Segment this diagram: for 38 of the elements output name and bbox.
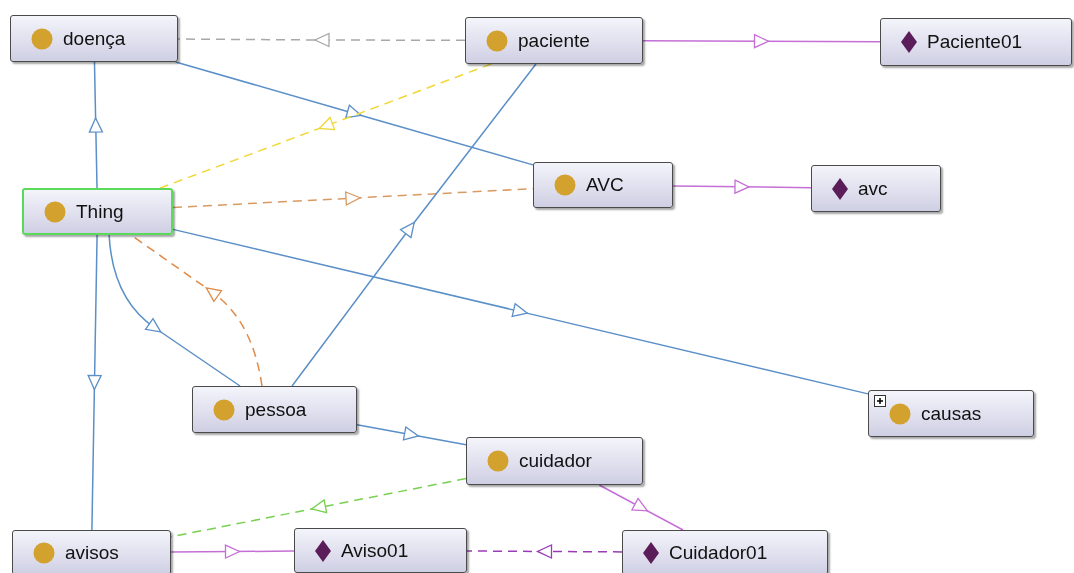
node-label: paciente: [518, 29, 590, 52]
class-box: [10, 15, 178, 62]
arrow: [88, 61, 104, 189]
node-label: Thing: [76, 200, 124, 223]
node-label: avc: [858, 177, 888, 200]
individual-box: [294, 528, 467, 573]
class-box: [533, 162, 673, 208]
arrow: [87, 234, 102, 531]
node-label: doença: [63, 27, 126, 50]
class-box: [465, 17, 643, 64]
class-box: [466, 437, 643, 485]
arrow: [174, 61, 534, 166]
arrow: [356, 423, 467, 446]
node-label: cuidador: [519, 450, 592, 472]
node-label: Paciente01: [927, 31, 1023, 53]
arrow: [466, 544, 623, 559]
arrow: [159, 63, 492, 189]
arrow: [672, 179, 812, 194]
node-label: AVC: [586, 174, 624, 196]
node-label: Cuidador01: [669, 541, 768, 564]
class-box: [12, 530, 171, 573]
class-box: [868, 390, 1034, 437]
arrow: [598, 484, 684, 531]
class-box: [22, 188, 173, 235]
arrow: [170, 544, 295, 559]
class-box: [192, 386, 357, 433]
node-label: causas: [921, 402, 982, 425]
node-label: Aviso01: [341, 539, 409, 562]
arrow: [291, 63, 537, 387]
arrow: [172, 228, 869, 395]
arrow: [642, 34, 881, 49]
node-label: avisos: [65, 541, 119, 564]
node-label: pessoa: [245, 398, 307, 421]
individual-box: [622, 530, 828, 573]
arrow: [177, 32, 466, 48]
individual-box: [811, 165, 941, 212]
arrow: [108, 234, 241, 387]
individual-box: [880, 18, 1072, 66]
